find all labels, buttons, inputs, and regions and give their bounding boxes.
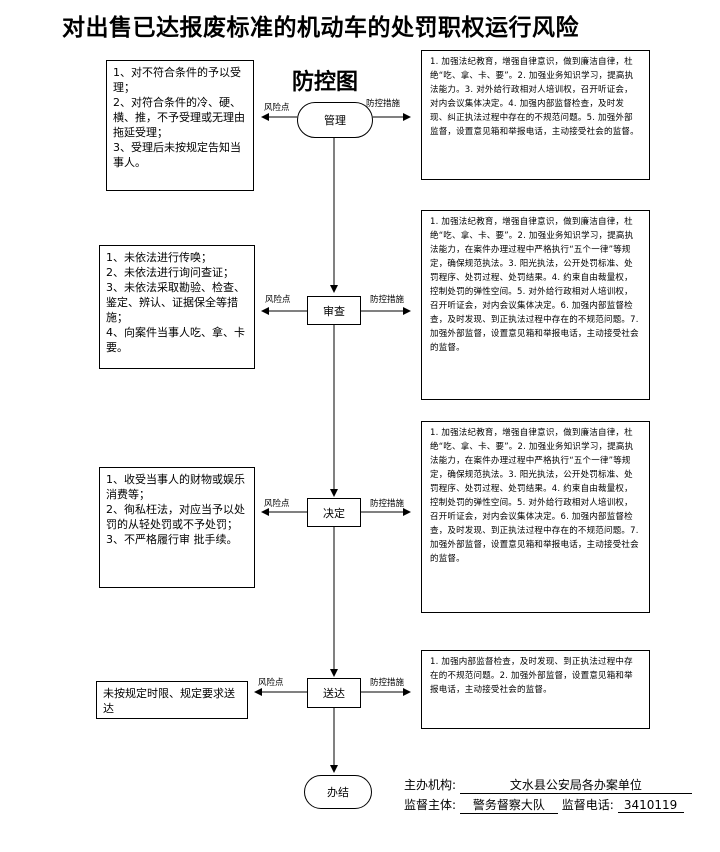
control-label-4: 防控措施	[370, 678, 405, 688]
process-node-3: 决定	[307, 498, 361, 527]
control-label-3: 防控措施	[370, 499, 405, 509]
control-box-4: 1. 加强内部监督检查，及时发现、到正执法过程中存在的不规范问题。2. 加强外部…	[421, 650, 650, 729]
risk-label-3: 风险点	[264, 499, 290, 509]
risk-box-3: 1、收受当事人的财物或娱乐消费等； 2、徇私枉法，对应当予以处罚的从轻处罚或不予…	[99, 467, 255, 588]
process-node-4: 送达	[307, 678, 361, 708]
page-subtitle: 防控图	[292, 70, 359, 95]
process-node-2: 审查	[307, 296, 361, 325]
process-node-1: 管理	[297, 102, 373, 138]
risk-box-4: 未按规定时限、规定要求送达	[96, 681, 248, 719]
host-organization: 主办机构: 文水县公安局各办案单位	[404, 776, 692, 794]
end-node: 办结	[304, 775, 372, 809]
control-box-1: 1. 加强法纪教育，增强自律意识，做到廉洁自律，杜绝“吃、拿、卡、要”。2. 加…	[421, 50, 650, 180]
host-label: 主办机构:	[404, 778, 457, 792]
risk-box-1: 1、对不符合条件的予以受理； 2、对符合条件的冷、硬、横、推，不予受理或无理由拖…	[106, 60, 254, 191]
risk-box-2: 1、未依法进行传唤； 2、未依法进行询问查证； 3、未依法采取勘验、检查、鉴定、…	[99, 245, 255, 369]
control-box-3: 1. 加强法纪教育，增强自律意识，做到廉洁自律，杜绝“吃、拿、卡、要”。2. 加…	[421, 421, 650, 613]
host-value: 文水县公安局各办案单位	[459, 776, 692, 794]
phone-value: 3410119	[617, 798, 684, 813]
supervisor-label: 监督主体:	[404, 798, 457, 812]
risk-label-1: 风险点	[264, 103, 290, 113]
control-label-2: 防控措施	[370, 295, 405, 305]
page-title: 对出售已达报废标准的机动车的处罚职权运行风险	[62, 15, 579, 41]
phone-label: 监督电话:	[561, 798, 614, 812]
supervisor-value: 警务督察大队	[459, 796, 558, 814]
control-box-2: 1. 加强法纪教育，增强自律意识，做到廉洁自律，杜绝“吃、拿、卡、要”。2. 加…	[421, 210, 650, 400]
supervisor-info: 监督主体: 警务督察大队 监督电话: 3410119	[404, 796, 684, 814]
risk-label-4: 风险点	[258, 678, 284, 688]
control-label-1: 防控措施	[366, 99, 401, 109]
risk-label-2: 风险点	[265, 295, 291, 305]
